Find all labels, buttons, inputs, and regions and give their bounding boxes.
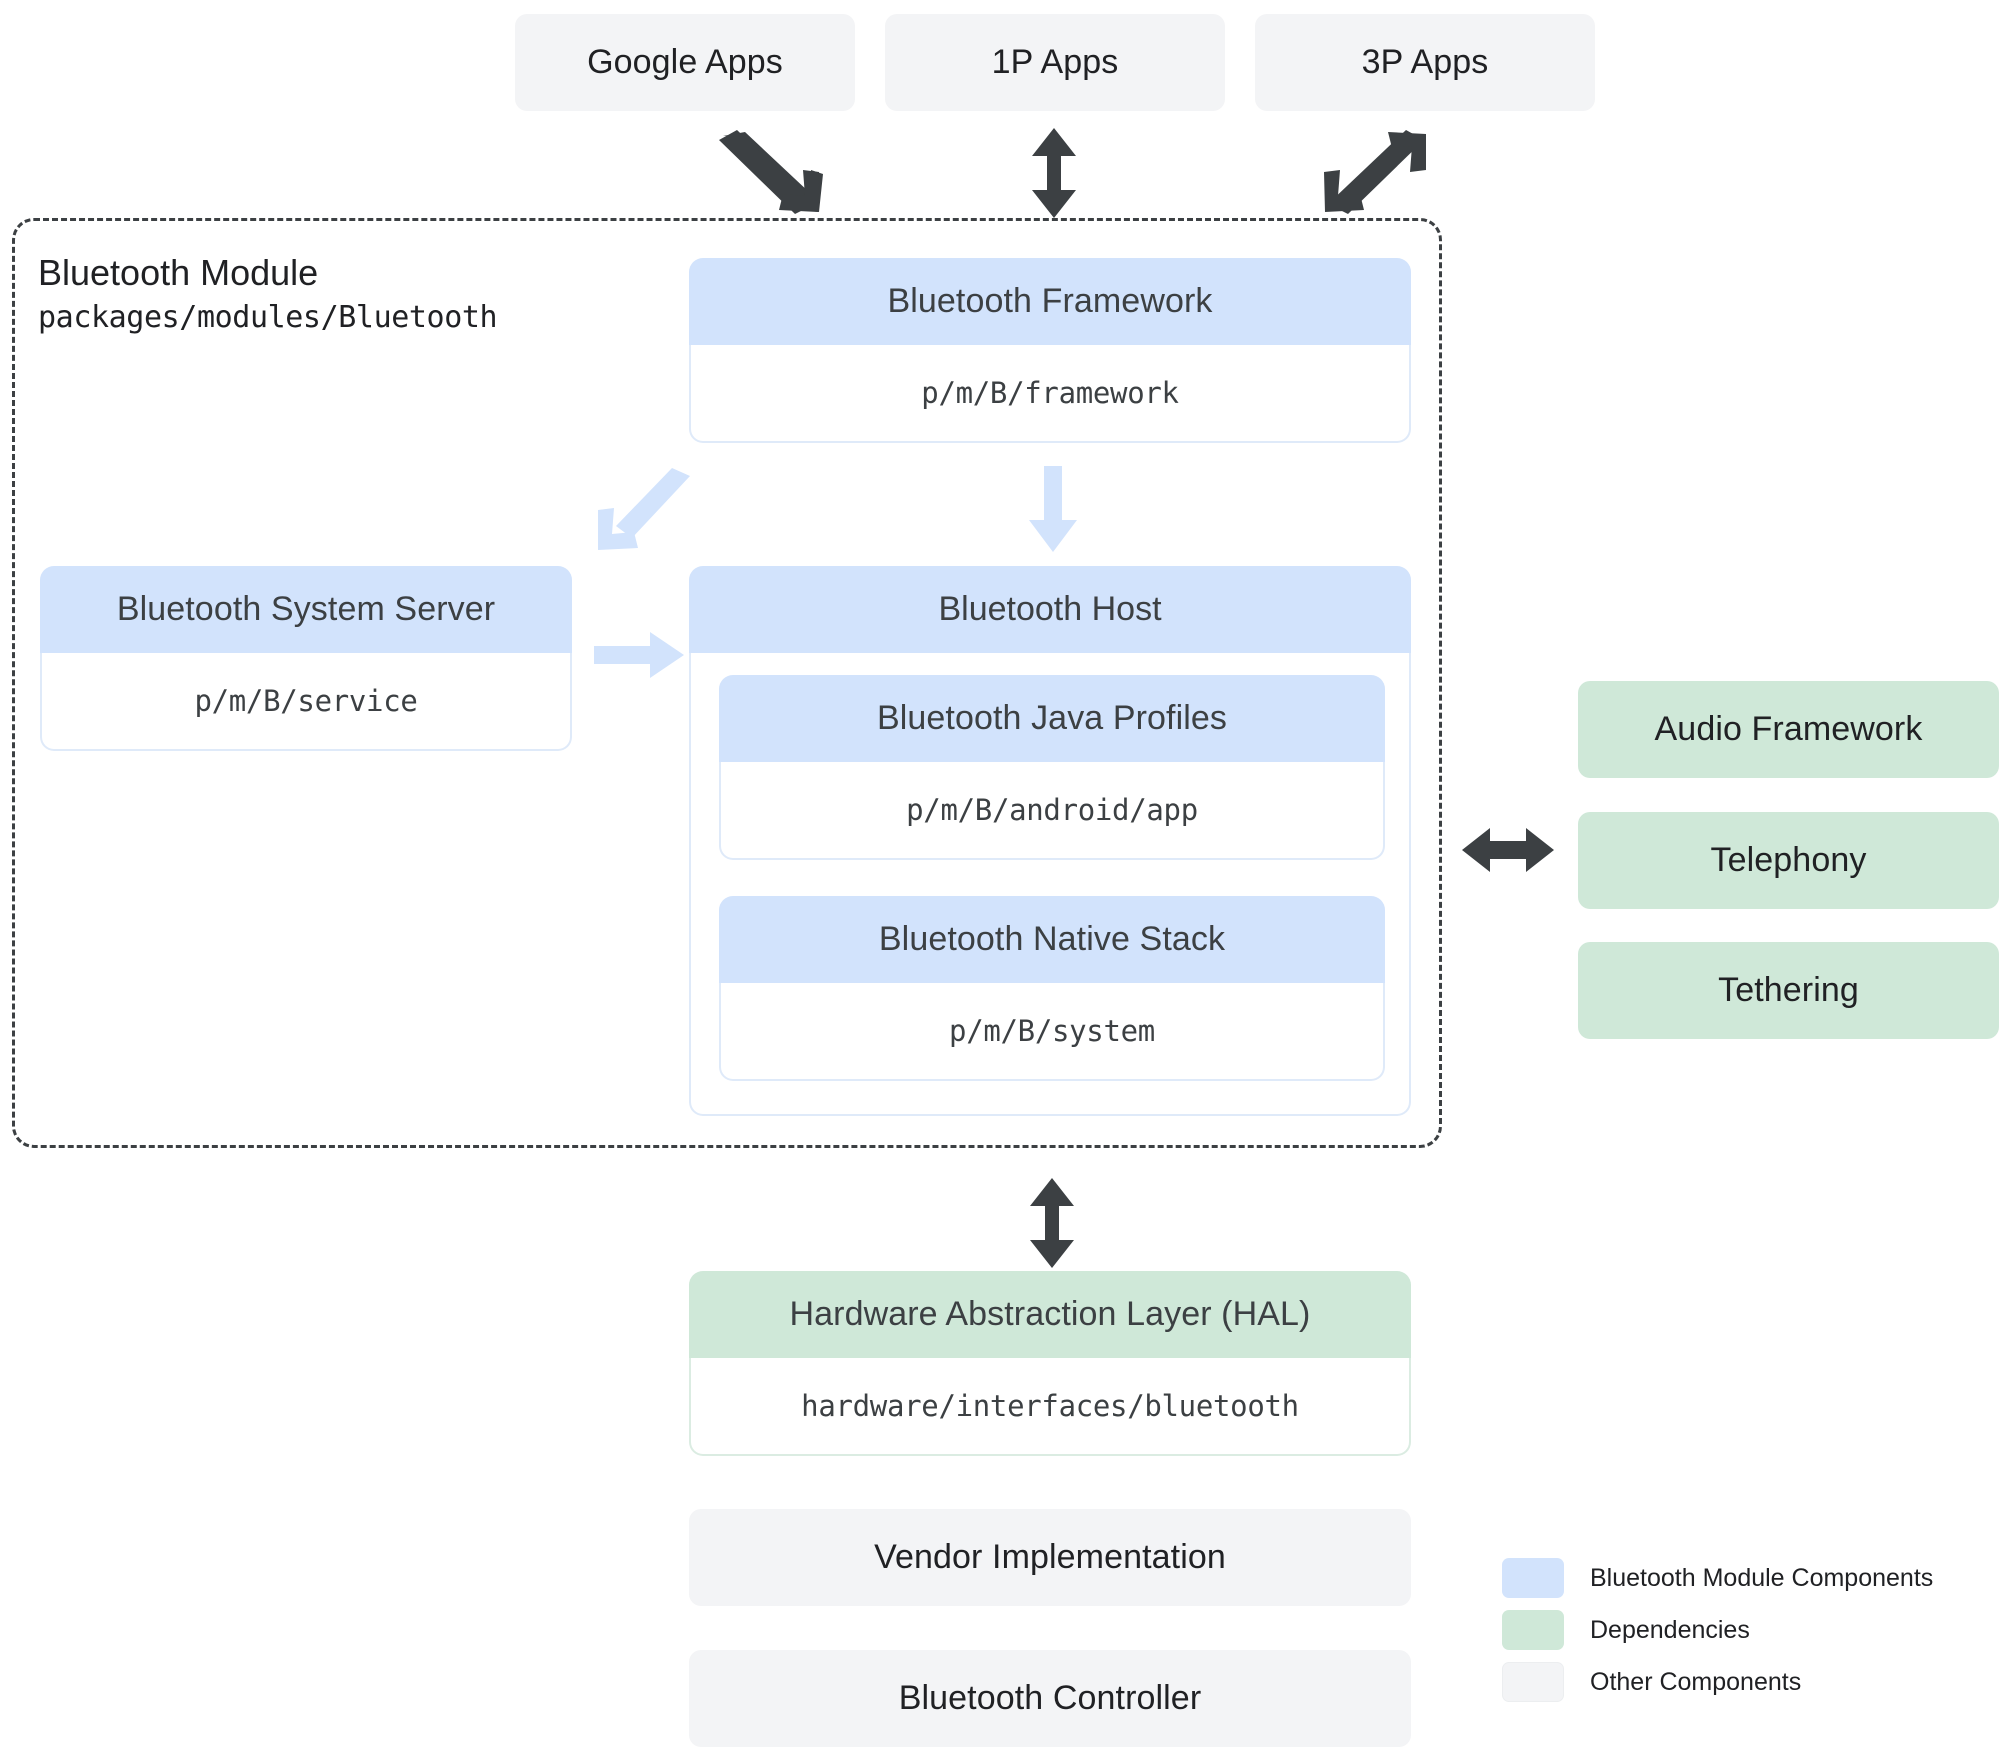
card-title: Bluetooth Host [938,590,1162,628]
card-header: Hardware Abstraction Layer (HAL) [689,1271,1411,1358]
legend-swatch-grey [1502,1662,1564,1702]
box-label: Bluetooth Controller [898,1679,1202,1717]
card-header: Bluetooth Framework [689,258,1411,345]
dependency-box-telephony[interactable]: Telephony [1578,812,1999,909]
app-box-label: 1P Apps [991,43,1119,81]
card-path: p/m/B/framework [689,345,1411,443]
card-bluetooth-framework[interactable]: Bluetooth Framework p/m/B/framework [689,258,1411,443]
legend-row-other-components: Other Components [1502,1656,1933,1708]
card-header: Bluetooth Native Stack [719,896,1385,983]
card-hardware-abstraction-layer[interactable]: Hardware Abstraction Layer (HAL) hardwar… [689,1271,1411,1456]
box-vendor-implementation[interactable]: Vendor Implementation [689,1509,1411,1606]
legend-label: Dependencies [1590,1615,1750,1644]
card-title: Bluetooth Java Profiles [876,699,1228,737]
card-path: p/m/B/system [719,983,1385,1081]
arrow-framework-to-host [1029,466,1077,552]
box-bluetooth-controller[interactable]: Bluetooth Controller [689,1650,1411,1747]
dependency-label: Audio Framework [1654,710,1923,748]
arrow-module-to-hal [1030,1178,1074,1268]
card-title: Bluetooth System Server [116,590,496,628]
legend-label: Other Components [1590,1667,1802,1696]
host-children-frame: Bluetooth Java Profiles p/m/B/android/ap… [689,653,1411,1116]
bluetooth-module-title: Bluetooth Module [38,252,319,293]
dependency-box-audio-framework[interactable]: Audio Framework [1578,681,1999,778]
card-bluetooth-native-stack[interactable]: Bluetooth Native Stack p/m/B/system [719,896,1385,1081]
app-box-label: Google Apps [587,43,783,81]
legend-swatch-blue [1502,1558,1564,1598]
arrow-host-to-dependencies [1462,828,1554,872]
legend-label: Bluetooth Module Components [1590,1563,1934,1592]
app-box-3p-apps[interactable]: 3P Apps [1255,14,1595,111]
legend: Bluetooth Module Components Dependencies… [1502,1552,1933,1708]
legend-row-dependencies: Dependencies [1502,1604,1933,1656]
card-path: hardware/interfaces/bluetooth [689,1358,1411,1456]
card-header: Bluetooth Host [689,566,1411,653]
bluetooth-module-container [12,218,1442,1148]
arrow-framework-to-system-server [598,468,690,550]
app-box-google-apps[interactable]: Google Apps [515,14,855,111]
dependency-label: Tethering [1718,971,1859,1009]
card-title: Bluetooth Framework [887,282,1213,320]
card-bluetooth-system-server[interactable]: Bluetooth System Server p/m/B/service [40,566,572,751]
arrow-3p-apps-to-framework [1324,130,1426,214]
card-title: Hardware Abstraction Layer (HAL) [789,1295,1311,1333]
dependency-box-tethering[interactable]: Tethering [1578,942,1999,1039]
card-path: p/m/B/android/app [719,762,1385,860]
arrow-1p-apps-bidirectional [1032,128,1076,218]
arrow-google-apps-to-framework [719,130,823,214]
card-bluetooth-java-profiles[interactable]: Bluetooth Java Profiles p/m/B/android/ap… [719,675,1385,860]
app-box-label: 3P Apps [1361,43,1489,81]
card-header: Bluetooth Java Profiles [719,675,1385,762]
card-path: p/m/B/service [40,653,572,751]
legend-row-module-components: Bluetooth Module Components [1502,1552,1933,1604]
arrow-system-server-to-host [594,632,684,678]
bluetooth-module-path: packages/modules/Bluetooth [38,300,498,335]
card-bluetooth-host[interactable]: Bluetooth Host Bluetooth Java Profiles p… [689,566,1411,1116]
dependency-label: Telephony [1710,841,1867,879]
card-title: Bluetooth Native Stack [878,920,1226,958]
box-label: Vendor Implementation [874,1538,1226,1576]
card-header: Bluetooth System Server [40,566,572,653]
app-box-1p-apps[interactable]: 1P Apps [885,14,1225,111]
legend-swatch-green [1502,1610,1564,1650]
